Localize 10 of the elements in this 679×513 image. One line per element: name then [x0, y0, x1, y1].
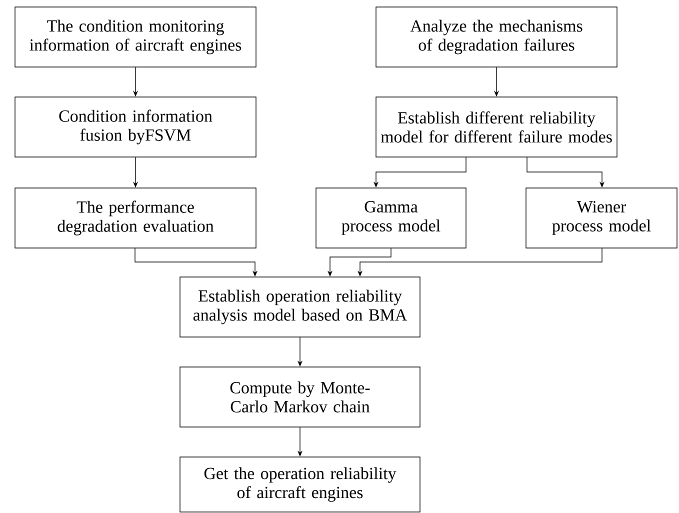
process-box: Wiener process model [526, 188, 678, 248]
process-box: Establish different reliability model for different failure modes [376, 96, 618, 158]
process-box: Establish operation reliability analysis model based on BMA [180, 276, 420, 338]
process-box: Compute by Monte-Carlo Markov chain [180, 366, 420, 428]
process-box: Get the operation reliability of aircraft engines [180, 456, 420, 512]
process-box: The condition monitoring information of aircraft engines [14, 6, 256, 68]
process-box: Analyze the mechanisms of degradation failures [376, 6, 618, 68]
process-box: Gamma process model [316, 188, 466, 248]
process-box: The performance degradation evaluation [14, 188, 256, 248]
process-box: Condition information fusion byFSVM [14, 96, 256, 158]
